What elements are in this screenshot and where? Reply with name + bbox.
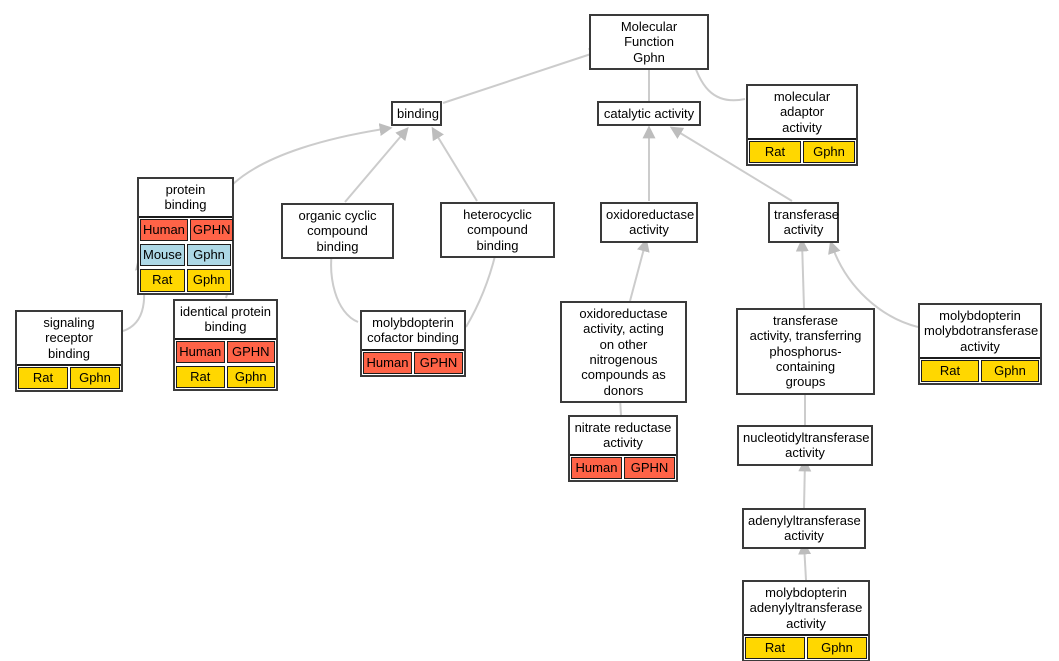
species-cell[interactable]: Mouse [140,243,186,267]
node-label: organic cyclic compound binding [283,205,392,257]
gene-cell[interactable]: Gphn [187,243,231,267]
annotation-row: Mouse Gphn [139,241,232,267]
node-label: adenylyltransferase activity [744,510,864,547]
annotation-table: Rat Gphn [920,356,1040,384]
node-protein-binding[interactable]: protein binding Human GPHN Mouse Gphn Ra… [137,177,234,295]
species-cell[interactable]: Human [140,218,188,241]
gene-cell[interactable]: GPHN [624,456,675,479]
edge-molybdo-adenylyl-to-adenylyl [798,541,812,581]
node-label: transferase activity, transferring phosp… [738,310,873,393]
node-adenylyltransferase-activity[interactable]: adenylyltransferase activity [742,508,866,549]
annotation-row: Human GPHN [175,340,276,364]
annotation-row: Rat Gphn [139,267,232,292]
edge-organic-cyclic-to-binding [344,127,409,203]
node-label: oxidoreductase activity, acting on other… [562,303,685,401]
edge-adenylyl-to-nucleotidyl [798,458,812,509]
edge-protein-binding-to-binding [232,123,393,185]
node-label: binding [393,103,440,125]
species-cell[interactable]: Rat [745,636,805,660]
node-oxidoreductase-activity[interactable]: oxidoreductase activity [600,202,698,243]
node-molybdopterin-molybdotransferase-activity[interactable]: molybdopterin molybdotransferase activit… [918,303,1042,386]
edge-nitrogenous-to-oxidoreductase [629,238,650,302]
node-heterocyclic-compound-binding[interactable]: heterocyclic compound binding [440,202,555,258]
species-cell[interactable]: Human [176,340,225,363]
node-signaling-receptor-binding[interactable]: signaling receptor binding Rat Gphn [15,310,123,393]
node-oxidoreductase-activity-nitrogenous[interactable]: oxidoreductase activity, acting on other… [560,301,687,403]
annotation-row: Human GPHN [362,351,464,375]
annotation-table: Human GPHN Rat Gphn [175,337,276,390]
species-cell[interactable]: Rat [749,140,801,164]
node-label: signaling receptor binding [17,312,121,364]
node-label: molybdopterin cofactor binding [362,312,464,349]
annotation-row: Rat Gphn [748,140,856,164]
gene-cell[interactable]: GPHN [189,218,234,241]
node-label: Molecular Function Gphn [591,16,707,68]
node-label: molybdopterin adenylyltransferase activi… [744,582,868,634]
gene-cell[interactable]: Gphn [807,636,867,660]
node-label: nucleotidyltransferase activity [739,427,871,464]
node-nitrate-reductase-activity[interactable]: nitrate reductase activity Human GPHN [568,415,678,482]
annotation-table: Human GPHN [362,348,464,375]
node-organic-cyclic-compound-binding[interactable]: organic cyclic compound binding [281,203,394,259]
gene-cell[interactable]: Gphn [226,365,275,389]
node-label: transferase activity [770,204,839,241]
annotation-row: Human GPHN [570,456,676,480]
gene-cell[interactable]: Gphn [186,269,231,292]
node-label: molybdopterin molybdotransferase activit… [920,305,1040,357]
node-label: identical protein binding [175,301,276,338]
annotation-table: Rat Gphn [17,363,121,391]
edge-heterocyclic-to-binding [431,126,478,202]
node-transferase-activity[interactable]: transferase activity [768,202,839,243]
edge-phosphorus-to-transferase [795,238,809,309]
species-cell[interactable]: Human [363,351,412,374]
annotation-table: Rat Gphn [744,633,868,661]
node-label: oxidoreductase activity [602,204,696,241]
node-molybdopterin-cofactor-binding[interactable]: molybdopterin cofactor binding Human GPH… [360,310,466,377]
species-cell[interactable]: Rat [921,359,979,383]
species-cell[interactable]: Rat [140,269,185,292]
node-nucleotidyltransferase-activity[interactable]: nucleotidyltransferase activity [737,425,873,466]
species-cell[interactable]: Human [571,456,622,479]
annotation-row: Human GPHN [139,218,234,242]
annotation-table: Rat Gphn [748,137,856,165]
edge-binding-to-root [442,48,603,104]
node-label: catalytic activity [599,103,699,125]
annotation-table: Human GPHN [570,453,676,480]
gene-cell[interactable]: Gphn [981,359,1039,383]
node-binding[interactable]: binding [391,101,442,127]
node-molybdopterin-adenylyltransferase-activity[interactable]: molybdopterin adenylyltransferase activi… [742,580,870,661]
gene-cell[interactable]: Gphn [70,366,120,390]
species-cell[interactable]: Rat [18,366,68,390]
node-label: heterocyclic compound binding [442,204,553,256]
annotation-row: Rat Gphn [920,359,1040,383]
node-identical-protein-binding[interactable]: identical protein binding Human GPHN Rat… [173,299,278,392]
node-label: nitrate reductase activity [570,417,676,454]
annotation-table: Human GPHN Mouse Gphn Rat Gphn [139,215,234,293]
node-transferase-activity-phosphorus[interactable]: transferase activity, transferring phosp… [736,308,875,395]
species-cell[interactable]: Rat [176,365,225,389]
node-molecular-function-root[interactable]: Molecular Function Gphn [589,14,709,70]
node-label: molecular adaptor activity [748,86,856,138]
annotation-row: Rat Gphn [175,363,276,389]
gene-cell[interactable]: Gphn [803,140,855,164]
gene-cell[interactable]: GPHN [226,340,275,363]
node-label: protein binding [139,179,232,216]
gene-cell[interactable]: GPHN [414,351,463,374]
annotation-row: Rat Gphn [17,366,121,390]
annotation-row: Rat Gphn [744,636,868,660]
node-catalytic-activity[interactable]: catalytic activity [597,101,701,127]
node-molecular-adaptor-activity[interactable]: molecular adaptor activity Rat Gphn [746,84,858,167]
